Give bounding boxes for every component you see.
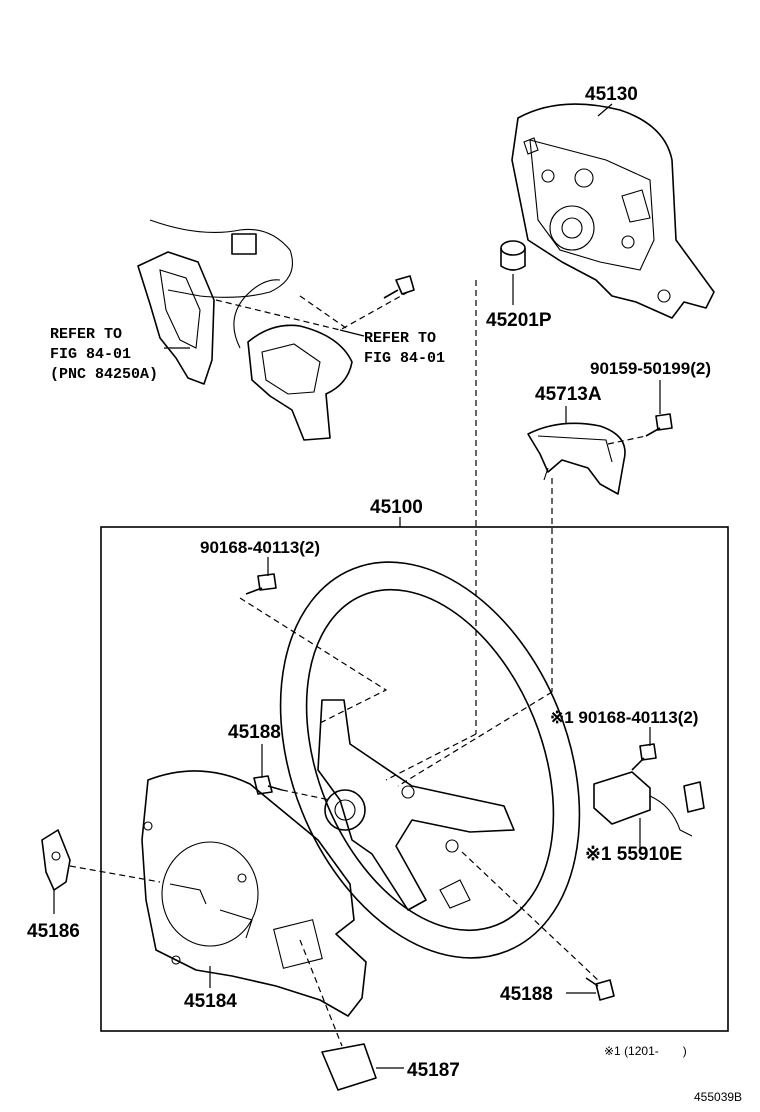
screw-mid-dash xyxy=(281,789,331,801)
screw-left-dash xyxy=(239,597,388,725)
right-switch-illustration xyxy=(233,279,353,441)
cover-lower-illustration xyxy=(527,422,626,495)
part-45184-label: 45184 xyxy=(184,991,237,1012)
left-ref-line3: (PNC 84250A) xyxy=(50,366,158,383)
part-45188-low-label: 45188 xyxy=(500,984,553,1005)
part-90168-left-label: 90168-40113(2) xyxy=(200,538,320,557)
switch-dash-line-2 xyxy=(299,295,347,329)
footnote-text: ※1 (1201- ) xyxy=(604,1044,687,1058)
cover-screw-dash xyxy=(607,435,647,445)
airbag-illustration xyxy=(511,103,715,319)
screw-left-icon xyxy=(245,573,277,595)
small-cover-dash xyxy=(299,939,343,1047)
airbag-leader xyxy=(597,103,613,117)
part-45186-label: 45186 xyxy=(27,921,80,942)
part-55910e-label: ※1 55910E xyxy=(585,844,682,865)
part-90168-right-label: ※1 90168-40113(2) xyxy=(550,708,698,727)
screw-low-dash xyxy=(461,851,601,983)
screw-right-icon xyxy=(631,743,657,771)
small-cover-illustration xyxy=(321,1043,377,1091)
steering-wheel-illustration xyxy=(279,561,581,959)
left-ref-line2: FIG 84-01 xyxy=(50,346,131,363)
left-switch-illustration xyxy=(137,219,294,385)
assembly-frame xyxy=(100,526,729,1032)
left-cover-illustration xyxy=(41,829,71,891)
nut-to-hub-dash-2 xyxy=(385,733,477,781)
left-ref-line1: REFER TO xyxy=(50,326,122,343)
part-45130-label: 45130 xyxy=(585,84,638,105)
module-illustration xyxy=(593,771,705,837)
screw-low-icon xyxy=(585,977,615,1001)
diagram-id-text: 455039B xyxy=(694,1090,742,1104)
nut-45201p-illustration xyxy=(500,240,526,271)
part-45187-label: 45187 xyxy=(407,1060,460,1081)
switch-dash-line xyxy=(215,291,409,331)
part-45188-mid-label: 45188 xyxy=(228,722,281,743)
left-cover-dash xyxy=(69,865,161,883)
right-ref-line1: REFER TO xyxy=(364,330,436,347)
cover-to-wheel-dash-2 xyxy=(397,691,553,787)
back-cover-illustration xyxy=(141,770,367,1017)
cover-screw-icon xyxy=(645,413,673,437)
part-45713a-label: 45713A xyxy=(535,384,602,405)
part-45100-label: 45100 xyxy=(370,497,423,518)
right-ref-line2: FIG 84-01 xyxy=(364,350,445,367)
right-ref-leader xyxy=(339,329,365,337)
switch-screw-icon xyxy=(383,275,415,299)
part-45201p-label: 45201P xyxy=(486,310,552,331)
part-90159-label: 90159-50199(2) xyxy=(590,359,711,378)
